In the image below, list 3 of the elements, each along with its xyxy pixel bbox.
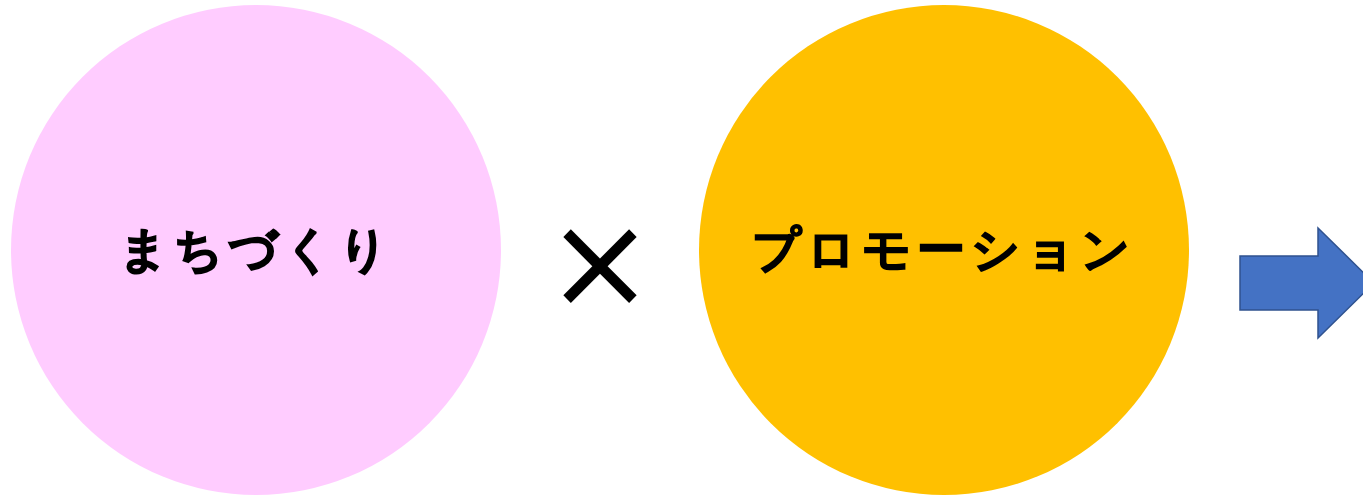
- circle-label: まちづくり: [118, 220, 394, 279]
- multiply-sign: ×: [545, 197, 655, 327]
- circle-label: プロモーション: [752, 220, 1136, 279]
